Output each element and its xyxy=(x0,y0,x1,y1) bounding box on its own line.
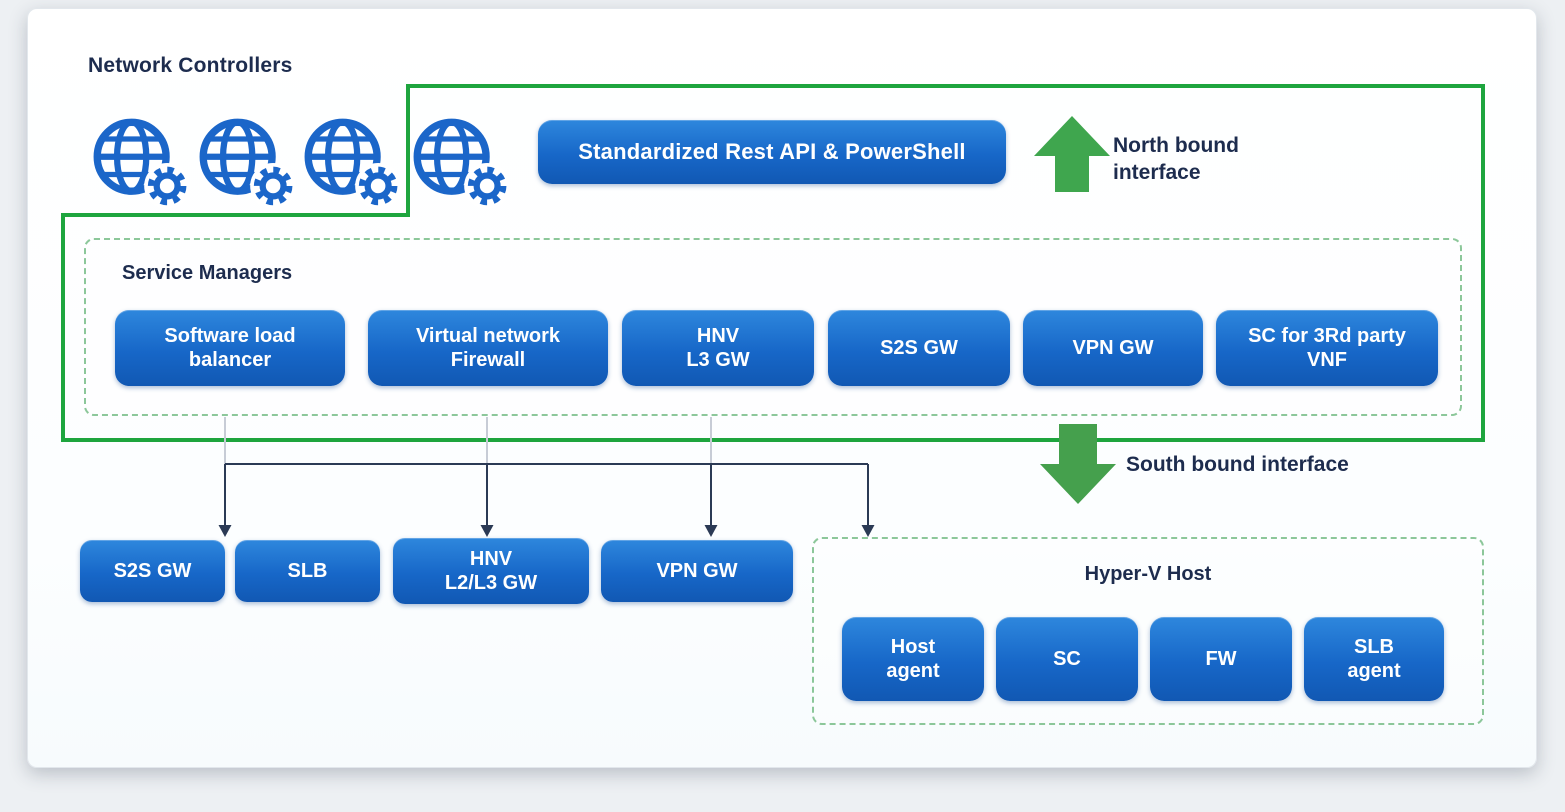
instance-slb: SLB xyxy=(235,540,380,602)
south-bound-label: South bound interface xyxy=(1126,453,1349,476)
network-controllers-label: Network Controllers xyxy=(88,54,293,77)
globe-gear-icon xyxy=(192,115,300,211)
instance-s2s-gw: S2S GW xyxy=(80,540,225,602)
node-software-load-balancer: Software load balancer xyxy=(115,310,345,386)
globe-gear-icon xyxy=(86,115,194,211)
north-bound-label: North bound interface xyxy=(1113,134,1239,185)
instance-hnv-l2l3-gw: HNV L2/L3 GW xyxy=(393,538,589,604)
node-sc-3rd-party-vnf: SC for 3Rd party VNF xyxy=(1216,310,1438,386)
rest-api-bar: Standardized Rest API & PowerShell xyxy=(538,120,1006,184)
service-managers-label: Service Managers xyxy=(122,262,293,284)
node-virtual-network-firewall: Virtual network Firewall xyxy=(368,310,608,386)
globe-gear-icon xyxy=(297,115,405,211)
host-sc-node: SC xyxy=(996,617,1138,701)
host-fw-node: FW xyxy=(1150,617,1292,701)
host-slb-agent-node: SLB agent xyxy=(1304,617,1444,701)
host-agent-node: Host agent xyxy=(842,617,984,701)
node-hnv-l3-gw: HNV L3 GW xyxy=(622,310,814,386)
instance-vpn-gw: VPN GW xyxy=(601,540,793,602)
hyperv-host-label: Hyper-V Host xyxy=(1084,563,1212,585)
node-s2s-gw: S2S GW xyxy=(828,310,1010,386)
globe-gear-icon xyxy=(406,115,514,211)
node-vpn-gw: VPN GW xyxy=(1023,310,1203,386)
